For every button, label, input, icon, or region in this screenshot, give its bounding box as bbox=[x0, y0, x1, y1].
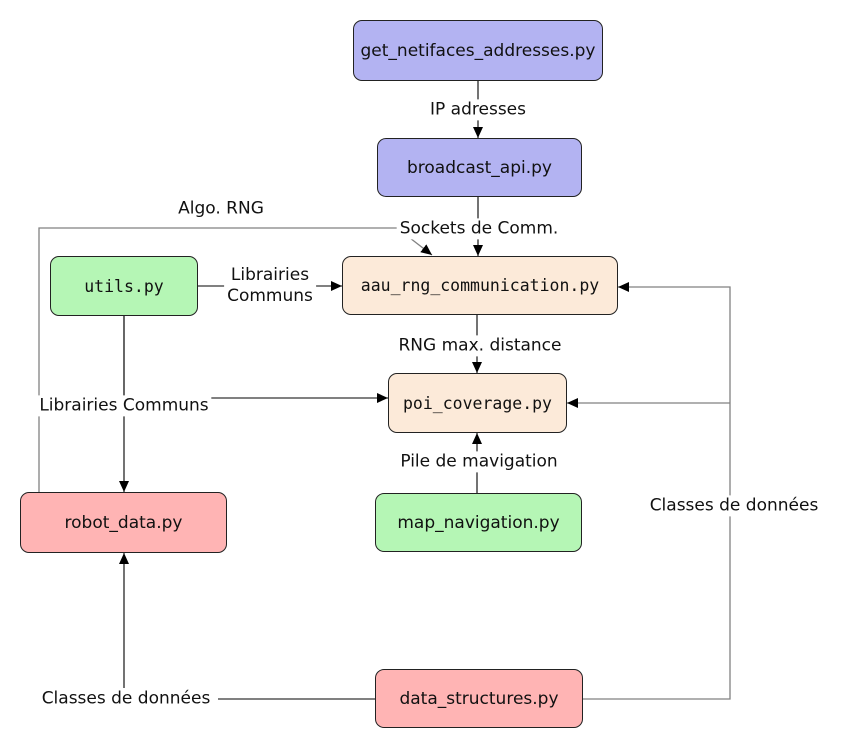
node-data-structures: data_structures.py bbox=[375, 669, 583, 728]
edge-label-classes-de-donnees-right: Classes de données bbox=[646, 495, 822, 517]
node-poi-coverage: poi_coverage.py bbox=[388, 373, 567, 433]
edge-algo-rng bbox=[38, 227, 433, 492]
node-utils: utils.py bbox=[50, 256, 198, 316]
edge-label-sockets-de-comm: Sockets de Comm. bbox=[396, 218, 562, 240]
edge-label-classes-de-donnees-left: Classes de données bbox=[38, 688, 214, 710]
node-map-navigation: map_navigation.py bbox=[375, 493, 582, 552]
edge-label-librairies-communs: Librairies Communs bbox=[36, 395, 212, 417]
edge-label-librairies-communs-stacked: Librairies Communs bbox=[224, 264, 316, 308]
node-broadcast-api: broadcast_api.py bbox=[377, 138, 582, 197]
edge-librairies-communs bbox=[123, 316, 388, 403]
edge-classes-right-riser bbox=[583, 282, 731, 700]
edge-label-algo-rng: Algo. RNG bbox=[178, 198, 264, 219]
node-get-netifaces-addresses: get_netifaces_addresses.py bbox=[353, 20, 603, 81]
edge-label-ip-adresses: IP adresses bbox=[427, 99, 529, 121]
node-robot-data: robot_data.py bbox=[20, 492, 227, 553]
edge-label-pile-de-navigation: Pile de mavigation bbox=[397, 451, 561, 473]
edge-label-rng-max-distance: RNG max. distance bbox=[395, 335, 565, 357]
node-aau-rng-communication: aau_rng_communication.py bbox=[342, 256, 618, 315]
